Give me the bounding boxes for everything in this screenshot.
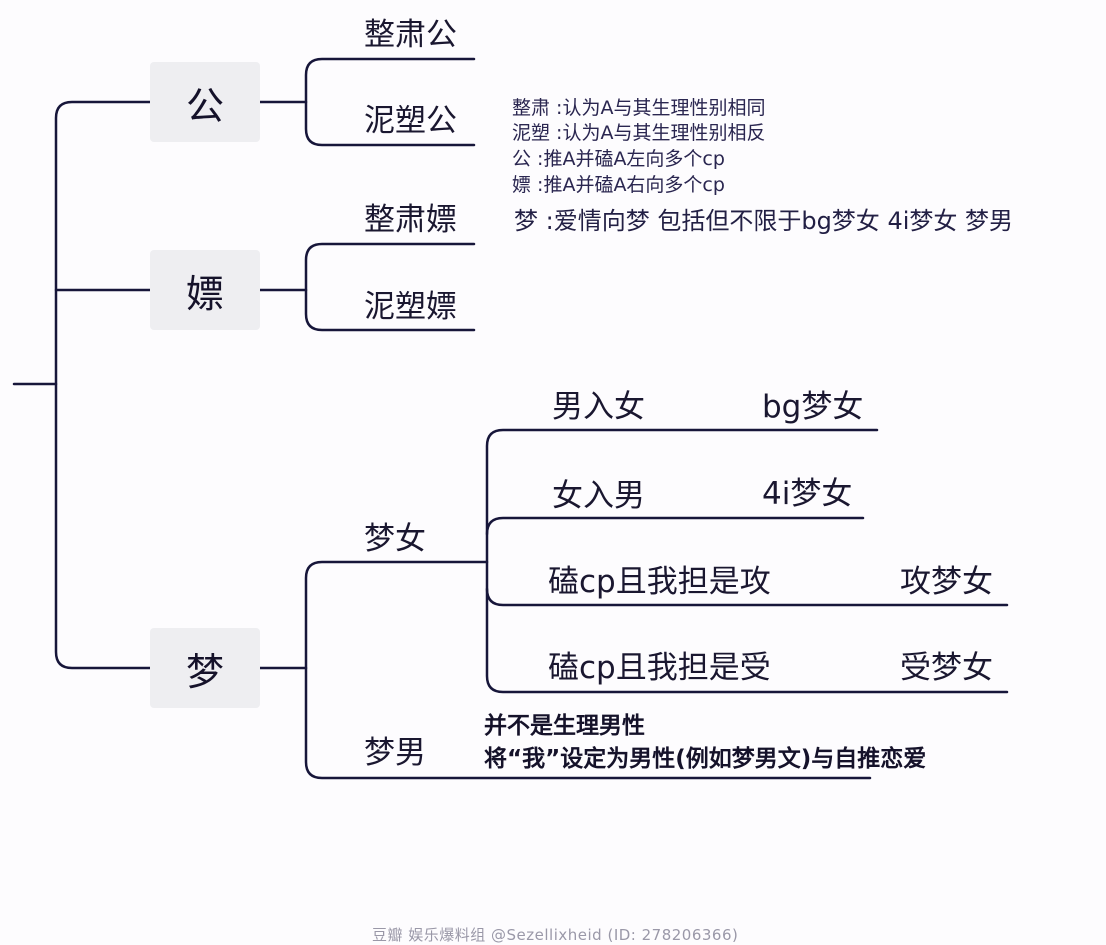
row-1-right: bg梦女 [762,389,864,425]
row-2-left: 女入男 [552,478,645,514]
row-4-left: 磕cp且我担是受 [548,650,771,686]
note-gong: 公 :推A并磕A左向多个cp [512,148,725,170]
piao-bracket [304,242,476,332]
note-meng: 梦 :爱情向梦 包括但不限于bg梦女 4i梦女 梦男 [514,207,1014,235]
label-nisu-gong: 泥塑公 [364,103,457,139]
mengnan-desc-2: 将“我”设定为男性(例如梦男文)与自推恋爱 [484,746,927,772]
gong-bracket [304,57,476,147]
label-nisu-piao: 泥塑嫖 [364,289,457,325]
row-3-left: 磕cp且我担是攻 [548,564,771,600]
node-gong-label: 公 [185,83,224,128]
mengnan-desc-1: 并不是生理男性 [484,713,645,739]
row-1-left: 男入女 [552,389,645,425]
note-zhengsu: 整肃 :认为A与其生理性别相同 [512,97,766,119]
node-piao-label: 嫖 [185,271,224,316]
mengnv-bracket [485,428,1009,694]
node-gong: 公 [150,62,260,142]
row-2-right: 4i梦女 [762,476,853,512]
note-piao: 嫖 :推A并磕A右向多个cp [512,174,725,196]
node-meng-label: 梦 [185,649,224,694]
row-4-right: 受梦女 [900,650,993,686]
label-mengnan: 梦男 [364,735,426,771]
meng-bracket [304,560,872,780]
note-nisu: 泥塑 :认为A与其生理性别相反 [512,122,766,144]
mengnv-line-3 [485,587,1009,607]
label-mengnv: 梦女 [364,521,426,557]
watermark-footer: 豆瓣 娱乐爆料组 @Sezellixheid (ID: 278206366) [372,926,739,944]
root-trunk [54,100,152,670]
label-zhengsu-piao: 整肃嫖 [364,202,457,238]
node-meng: 梦 [150,628,260,708]
row-3-right: 攻梦女 [900,564,993,600]
mengnv-line-2 [485,516,865,536]
label-zhengsu-gong: 整肃公 [364,17,457,53]
node-piao: 嫖 [150,250,260,330]
